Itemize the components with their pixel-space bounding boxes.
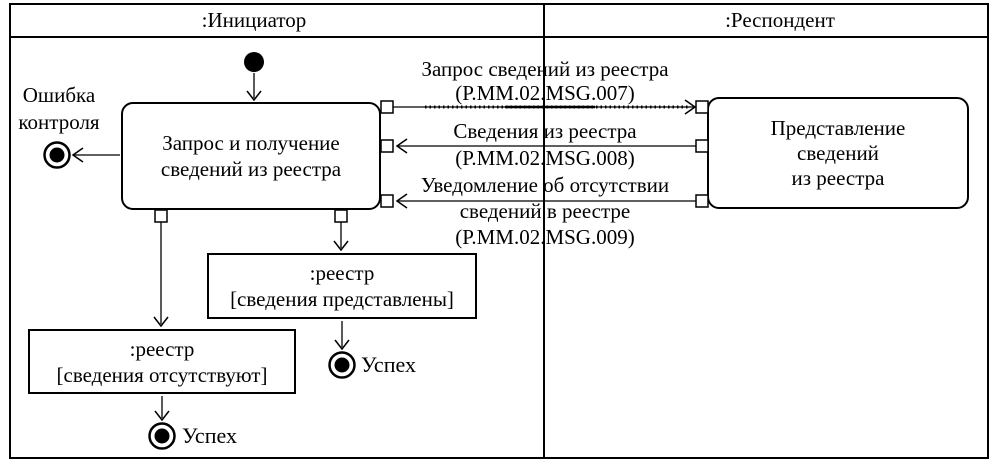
diagram-frame bbox=[9, 3, 989, 459]
header-separator bbox=[9, 36, 989, 38]
message-label-info: Сведения из реестра (Р.ММ.02.MSG.008) bbox=[453, 119, 637, 170]
action-request-and-receive: Запрос и получение сведений из реестра bbox=[121, 102, 381, 210]
object-registry-presented: :реестр [сведения представлены] bbox=[207, 253, 477, 319]
lane-header-respondent: :Респондент bbox=[725, 8, 835, 32]
action-present-info: Представление сведений из реестра bbox=[707, 97, 969, 209]
success-final-label-presented: Успех bbox=[361, 352, 416, 377]
message-label-request: Запрос сведений из реестра (Р.ММ.02.MSG.… bbox=[421, 57, 669, 105]
success-final-label-absent: Успех bbox=[182, 423, 237, 448]
error-final-label: Ошибка контроля bbox=[18, 83, 100, 134]
lane-header-initiator: :Инициатор bbox=[201, 8, 307, 32]
message-label-absence-notice: Уведомление об отсутствии сведений в рее… bbox=[420, 173, 670, 249]
object-registry-absent: :реестр [сведения отсутствуют] bbox=[28, 329, 296, 394]
swimlane-divider bbox=[543, 3, 545, 457]
